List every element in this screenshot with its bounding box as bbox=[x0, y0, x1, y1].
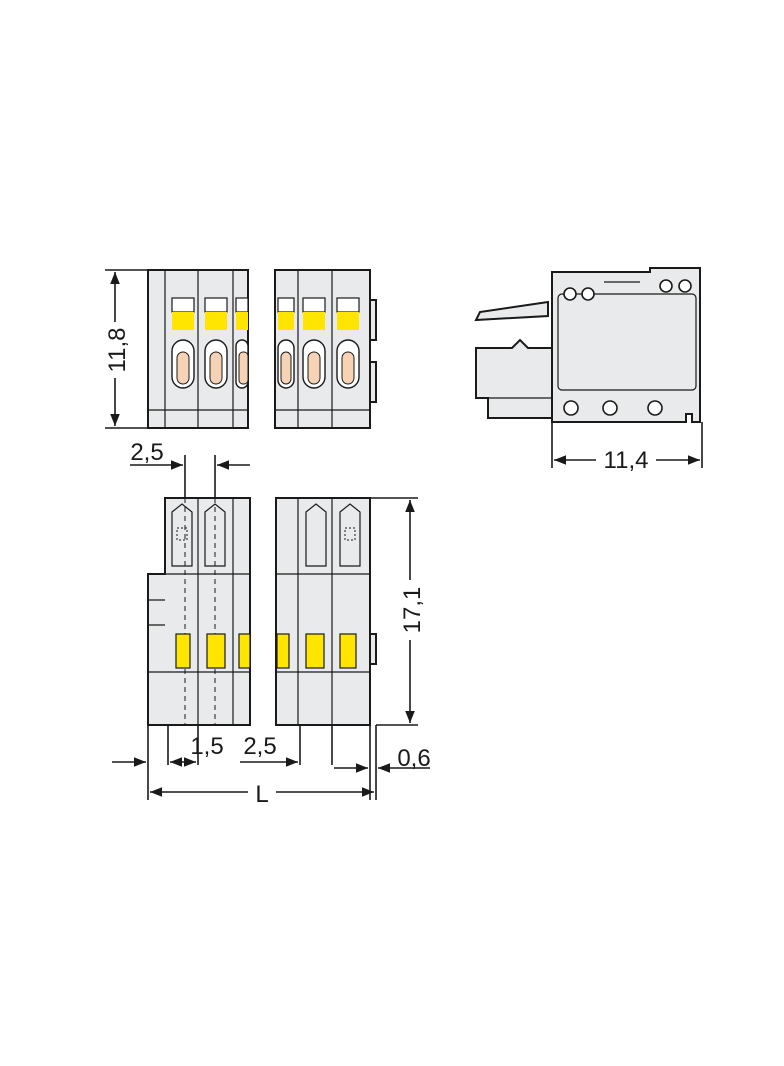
side-holes bbox=[563, 279, 692, 416]
top-actuator-4 bbox=[277, 297, 295, 389]
dim-label-1-5: 1,5 bbox=[190, 733, 223, 760]
dim-label-11-8: 11,8 bbox=[104, 328, 131, 373]
top-view: 11,8 bbox=[100, 269, 377, 429]
dimension-11-4: 11,4 bbox=[551, 422, 703, 474]
dimension-11-8: 11,8 bbox=[100, 269, 148, 429]
dim-label-11-4: 11,4 bbox=[604, 447, 649, 474]
dim-label-pitch-top: 2,5 bbox=[130, 439, 163, 466]
side-view: 11,4 bbox=[474, 267, 703, 474]
bottom-dimensions: 1,5 2,5 0,6 L bbox=[112, 725, 431, 808]
dimension-17-1: 17,1 bbox=[370, 497, 426, 726]
front-view: 2,5 17,1 1,5 2,5 bbox=[112, 439, 431, 808]
dim-label-L: L bbox=[255, 781, 268, 808]
dim-label-17-1: 17,1 bbox=[399, 587, 426, 634]
dimension-pitch-2-5: 2,5 bbox=[130, 439, 250, 498]
dim-label-2-5: 2,5 bbox=[243, 733, 276, 760]
top-actuator-3 bbox=[235, 297, 249, 389]
top-actuator-5 bbox=[302, 297, 326, 389]
top-actuator-6 bbox=[336, 297, 360, 389]
front-actuators bbox=[175, 633, 357, 669]
dim-label-0-6: 0,6 bbox=[397, 745, 430, 772]
top-actuator-1 bbox=[171, 297, 195, 389]
top-actuator-2 bbox=[204, 297, 228, 389]
